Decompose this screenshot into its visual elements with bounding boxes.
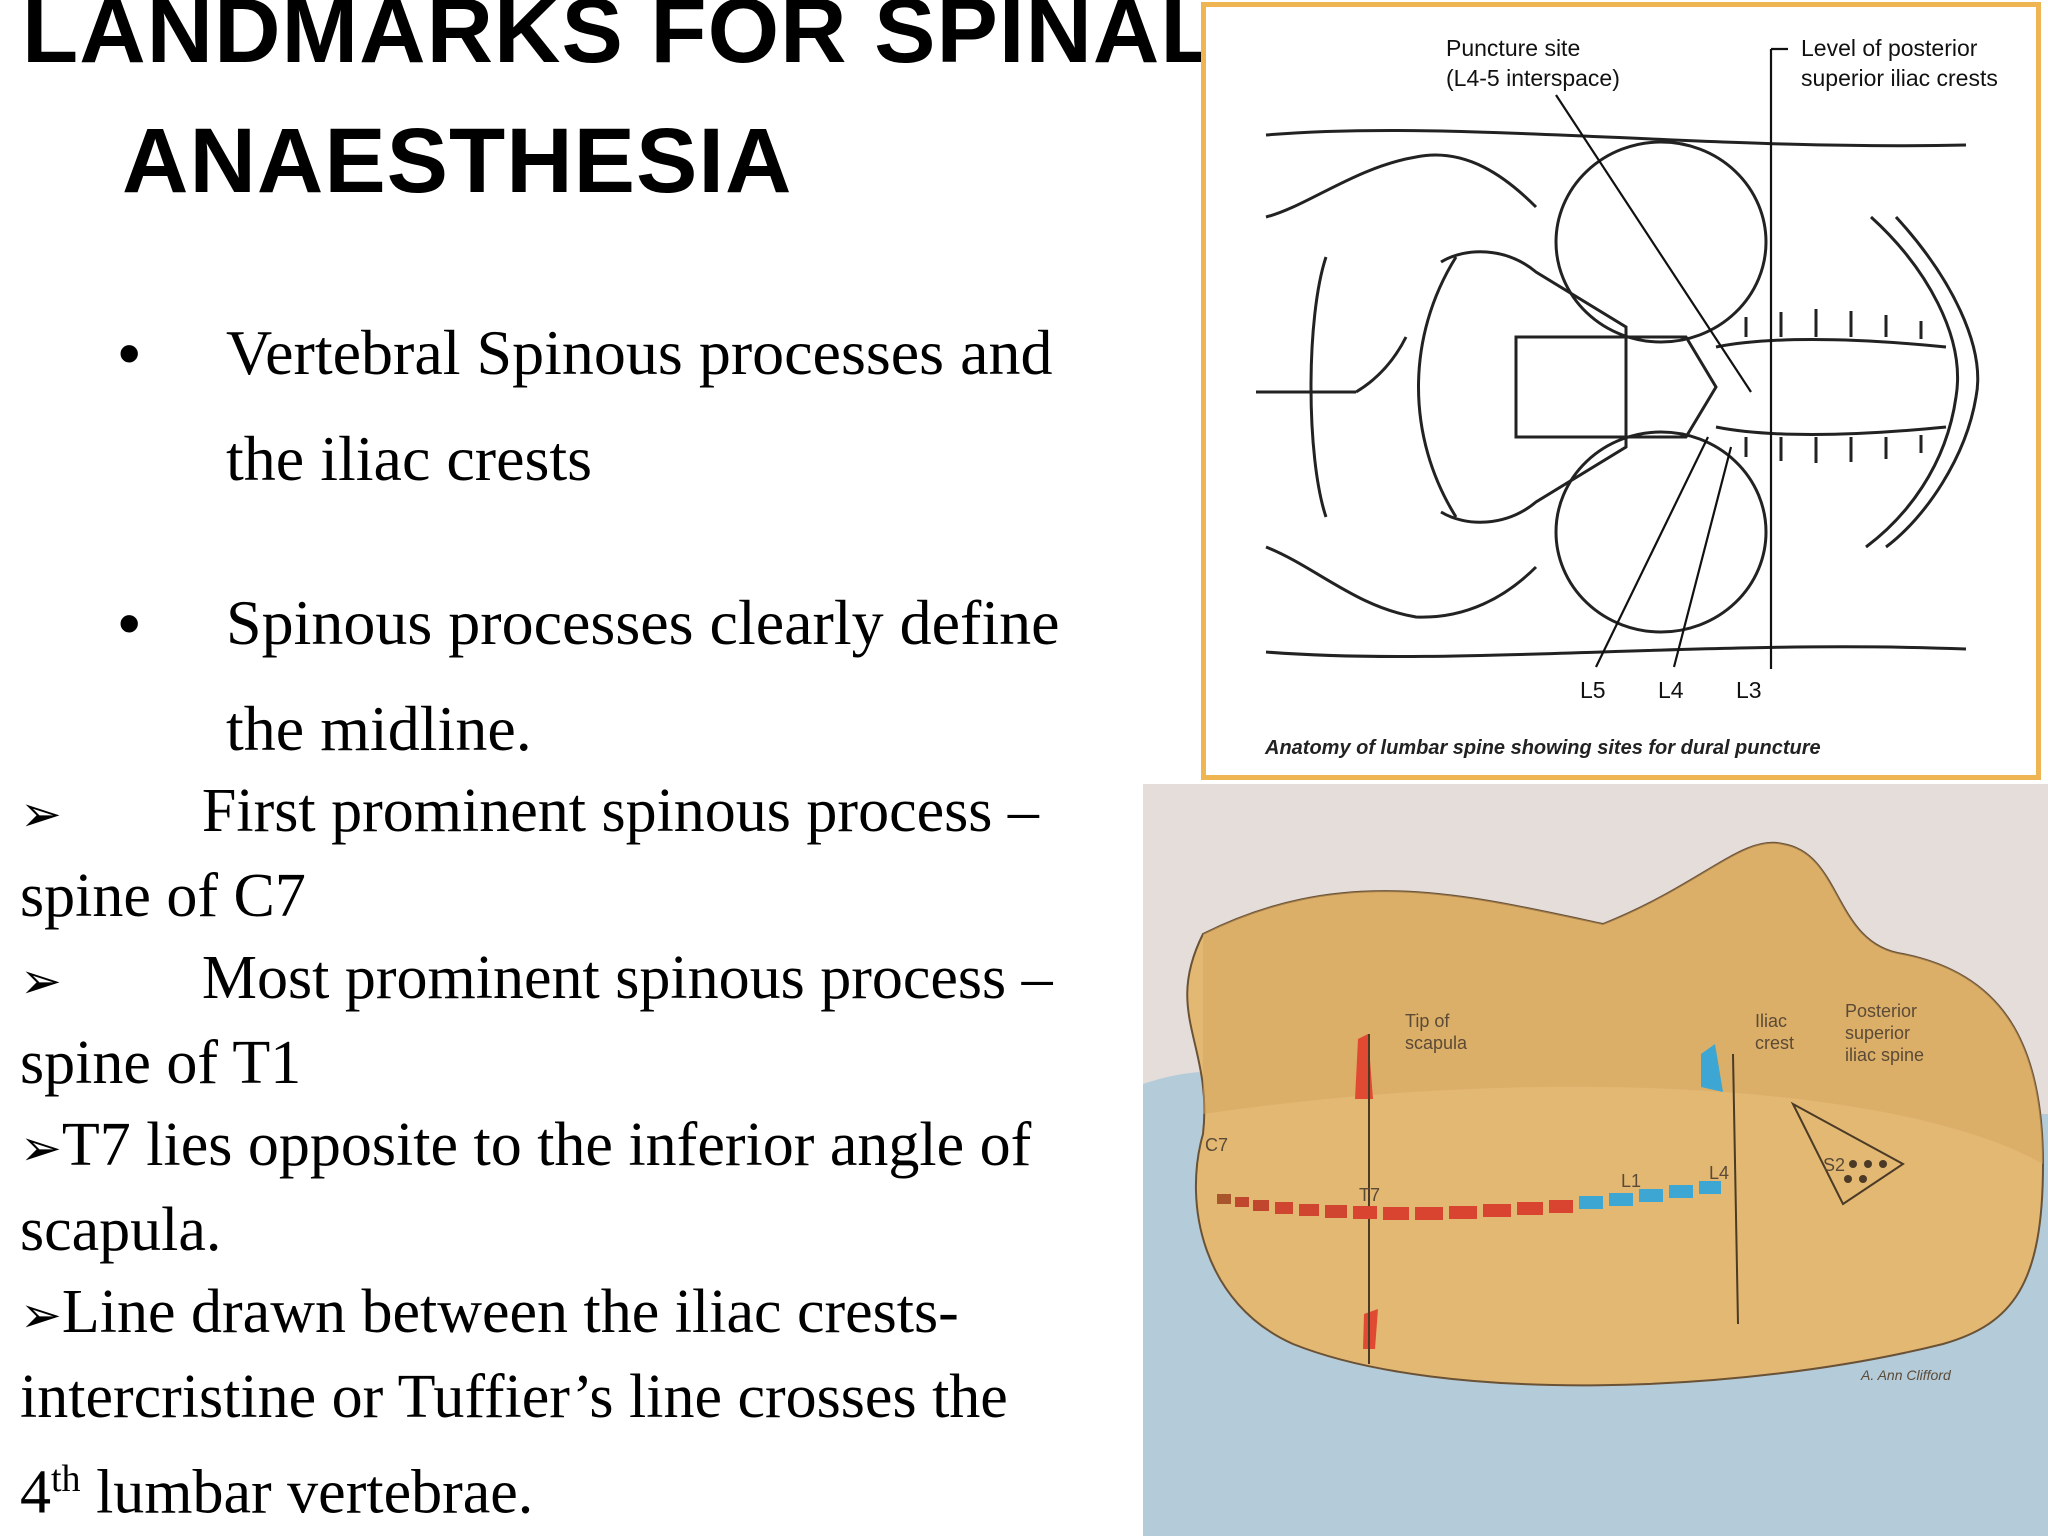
arrow-item-t7: ➢T7 lies opposite to the inferior angle … <box>20 1104 1155 1189</box>
label-l4: L4 <box>1709 1163 1730 1183</box>
label-l1: L1 <box>1621 1171 1642 1191</box>
arrow-item-c7: ➢ First prominent spinous process – <box>20 770 1155 855</box>
arrow-text-continued: spine of C7 <box>20 862 306 930</box>
arrow-text-continued: intercristine or Tuffier’s line crosses … <box>20 1363 1008 1431</box>
arrow-item-t1: ➢ Most prominent spinous process – <box>20 937 1155 1022</box>
arrow-text-continued: scapula. <box>20 1196 222 1264</box>
ordinal-number: 4 <box>20 1458 51 1527</box>
label-iliac-line2: crest <box>1755 1033 1795 1053</box>
label-psis-line2: superior <box>1845 1023 1911 1043</box>
arrow-list: ➢ First prominent spinous process – spine… <box>20 770 1155 1534</box>
label-l5: L5 <box>1580 677 1606 703</box>
lumbar-spine-drawing <box>1256 47 1980 669</box>
label-l3: L3 <box>1736 677 1762 703</box>
arrow-item-tuffier: ➢Line drawn between the iliac crests- <box>20 1271 1155 1356</box>
arrow-marker-icon: ➢ <box>20 785 62 843</box>
arrow-marker-icon: ➢ <box>20 952 62 1010</box>
bullet-text-line: Spinous processes clearly define <box>226 587 1060 658</box>
bullet-item: • Spinous processes clearly define the m… <box>0 570 1150 782</box>
arrow-text: First prominent spinous process – <box>201 777 1039 845</box>
label-puncture-line2: (L4-5 interspace) <box>1446 65 1620 91</box>
arrow-text: Most prominent spinous process – <box>201 944 1053 1012</box>
label-level-line2: superior iliac crests <box>1801 65 1998 91</box>
bullet-text-line: the midline. <box>226 693 532 764</box>
label-tip-line2: scapula <box>1405 1033 1468 1053</box>
slide-title: LANDMARKS FOR SPINAL ANAESTHESIA <box>22 0 1218 226</box>
bullet-marker: • <box>118 317 141 389</box>
label-psis-line3: iliac spine <box>1845 1045 1925 1065</box>
arrow-marker-icon: ➢ <box>20 1119 62 1177</box>
label-puncture-line1: Puncture site <box>1446 35 1581 61</box>
arrow-text-continued: 4th lumbar vertebrae. <box>20 1438 1155 1534</box>
back-landmarks-illustration: Tip of scapula Iliac crest Posterior sup… <box>1143 784 2048 1536</box>
artist-signature: A. Ann Clifford <box>1861 1367 1951 1383</box>
label-c7: C7 <box>1205 1135 1229 1155</box>
label-t7: T7 <box>1359 1185 1381 1205</box>
label-tip-line1: Tip of <box>1405 1011 1450 1031</box>
lumbar-spine-diagram: Puncture site (L4-5 interspace) Level of… <box>1201 2 2041 780</box>
bullet-item: • Vertebral Spinous processes and the il… <box>0 300 1150 512</box>
bullet-text-line: the iliac crests <box>226 423 593 494</box>
arrow-text-continued: spine of T1 <box>20 1029 302 1097</box>
ordinal-suffix: th <box>51 1458 81 1500</box>
label-s2: S2 <box>1823 1155 1846 1175</box>
arrow-text: T7 lies opposite to the inferior angle o… <box>61 1111 1032 1179</box>
arrow-text: Line drawn between the iliac crests- <box>61 1278 959 1346</box>
label-l4: L4 <box>1658 677 1684 703</box>
bullet-text-line: Vertebral Spinous processes and <box>226 317 1053 388</box>
label-level-line1: Level of posterior <box>1801 35 1978 61</box>
back-landmarks-drawing <box>1143 841 2048 1536</box>
label-iliac-line1: Iliac <box>1755 1011 1788 1031</box>
arrow-marker-icon: ➢ <box>20 1286 62 1344</box>
bullet-list: • Vertebral Spinous processes and the il… <box>0 300 1150 840</box>
title-line-1: LANDMARKS FOR SPINAL <box>22 0 1218 82</box>
title-line-2: ANAESTHESIA <box>122 110 793 212</box>
bullet-marker: • <box>118 587 141 659</box>
spinous-process-markers <box>1217 1181 1721 1220</box>
label-psis-line1: Posterior <box>1845 1001 1918 1021</box>
arrow-text: lumbar vertebrae. <box>80 1458 534 1527</box>
figure-caption: Anatomy of lumbar spine showing sites fo… <box>1265 737 1821 759</box>
